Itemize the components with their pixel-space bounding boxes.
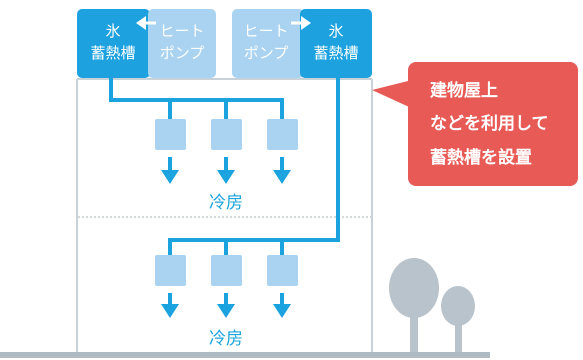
- lower-floor-label: 冷房: [209, 329, 243, 349]
- callout-line1: 建物屋上: [430, 80, 498, 101]
- callout-bubble: [372, 62, 578, 186]
- lower-indoor-units: [155, 255, 298, 286]
- right-ice-storage-tank: [300, 9, 372, 78]
- ground: [0, 352, 490, 358]
- indoor-unit: [211, 255, 242, 286]
- indoor-unit: [211, 119, 242, 150]
- left-pump-label-line1: ヒート: [159, 22, 204, 40]
- lower-cooling-arrows: [161, 293, 291, 318]
- indoor-unit: [267, 119, 298, 150]
- arrow-right-icon: [291, 16, 311, 30]
- right-tank-label-line1: 氷: [328, 22, 343, 40]
- indoor-unit: [155, 255, 186, 286]
- right-pump-label-line2: ポンプ: [244, 44, 289, 62]
- building: [76, 78, 373, 352]
- right-pump-label-line1: ヒート: [243, 22, 288, 40]
- left-pump-label-line2: ポンプ: [160, 44, 205, 62]
- arrow-left-icon: [136, 16, 156, 30]
- left-ice-storage-tank: [77, 9, 150, 78]
- upper-indoor-units: [155, 119, 298, 150]
- right-tank-label-line2: 蓄熱槽: [313, 44, 358, 62]
- callout-line2: などを利用して: [430, 113, 549, 134]
- upper-floor-label: 冷房: [209, 193, 243, 213]
- tree-large-icon: [389, 258, 439, 352]
- indoor-unit: [267, 255, 298, 286]
- upper-cooling-arrows: [161, 157, 291, 184]
- right-heat-pump: [232, 9, 304, 78]
- left-heat-pump: [148, 9, 216, 78]
- upper-floor-pipe: [109, 78, 284, 120]
- left-tank-label-line1: 氷: [105, 22, 120, 40]
- tree-small-icon: [441, 286, 475, 352]
- left-tank-label-line2: 蓄熱槽: [90, 44, 135, 62]
- indoor-unit: [155, 119, 186, 150]
- lower-floor-pipe: [168, 78, 340, 256]
- callout-line3: 蓄熱槽を設置: [430, 147, 532, 168]
